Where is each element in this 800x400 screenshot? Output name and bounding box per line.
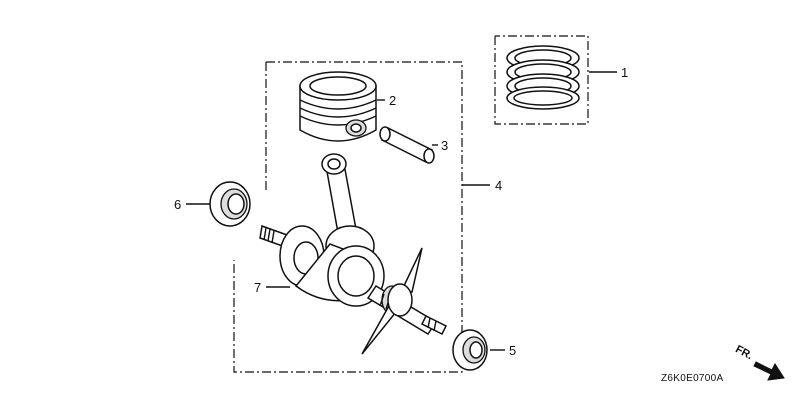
oil-seal-right [452, 329, 505, 371]
callout-6: 6 [174, 197, 181, 212]
diagram-code: Z6K0E0700A [661, 373, 724, 384]
callout-1: 1 [621, 65, 628, 80]
piston [299, 71, 385, 142]
assembly-bracket [233, 61, 463, 373]
crankshaft [259, 153, 448, 355]
piston-pin [379, 126, 438, 164]
callout-7: 7 [254, 280, 261, 295]
direction-label: FR. [733, 343, 754, 362]
oil-seal-left [186, 181, 251, 227]
callout-5: 5 [509, 343, 516, 358]
callout-4: 4 [495, 178, 502, 193]
callout-3: 3 [441, 138, 448, 153]
callout-2: 2 [389, 93, 396, 108]
front-direction-arrow-icon: FR. [733, 343, 785, 381]
piston-ring-set [494, 35, 617, 125]
